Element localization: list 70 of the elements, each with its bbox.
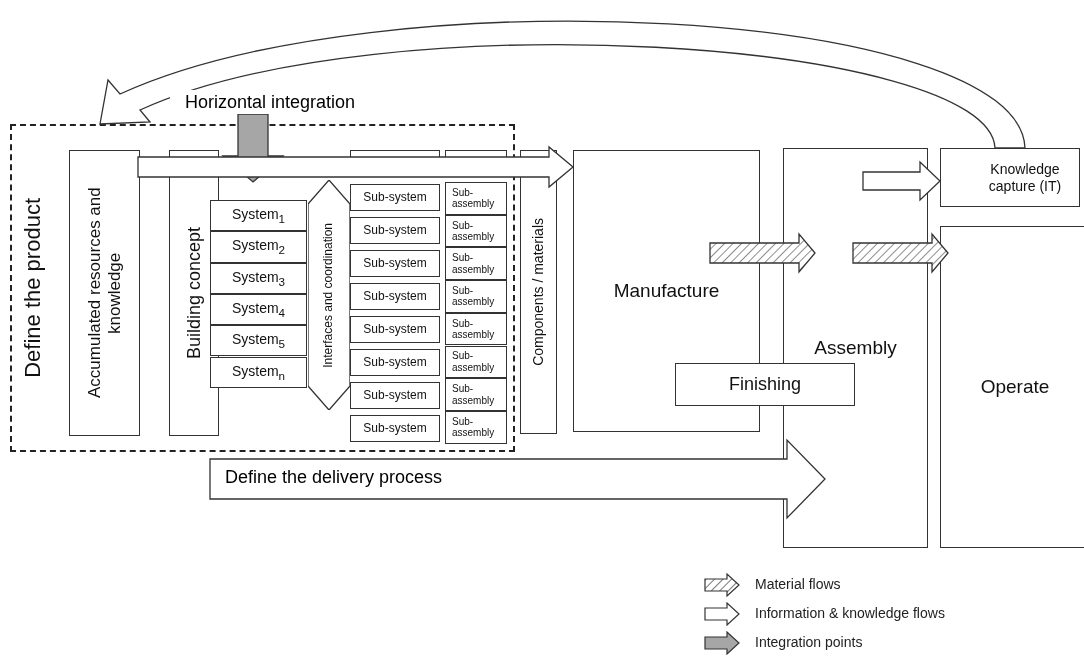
box-label: Sub-system (363, 223, 427, 238)
legend-label: Material flows (755, 576, 841, 592)
box-label: System$_{4}$ (231, 299, 286, 320)
process-box (940, 226, 1084, 548)
process-box (210, 293, 307, 326)
process-box (675, 363, 855, 406)
hatched-arrow (852, 232, 949, 274)
legend-label: Information & knowledge flows (755, 605, 945, 621)
process-box (210, 200, 307, 232)
box-label: System$_{3}$ (231, 268, 286, 288)
box-label: Sub-system (363, 421, 427, 436)
box-label: System$_{n}$ (231, 362, 286, 382)
box-label: Sub- assembly (452, 350, 496, 374)
process-box (350, 349, 440, 376)
process-box (69, 150, 140, 436)
process-box (445, 280, 507, 313)
process-box (445, 182, 507, 215)
box-label: Sub-system (363, 322, 427, 337)
process-box (350, 217, 440, 244)
process-box (445, 410, 507, 444)
box-label: Sub-system (363, 355, 427, 370)
box-label: Sub- assembly (452, 415, 496, 439)
process-box (445, 378, 507, 411)
process-box (210, 325, 307, 357)
process-box (210, 231, 307, 263)
box-label: Sub- assembly (452, 252, 496, 276)
box-label: Sub- assembly (452, 317, 496, 341)
curved-arrow (99, 20, 1026, 149)
block-arrow (137, 145, 574, 189)
box-label: Define the product (20, 198, 46, 378)
box-label: Building concept (183, 226, 205, 360)
process-box (350, 415, 440, 442)
process-box (940, 148, 1080, 207)
process-box (350, 382, 440, 409)
process-box (210, 262, 307, 294)
block-arrow (862, 160, 941, 202)
box-label: Sub- assembly (452, 383, 496, 407)
box-label: Sub-system (363, 190, 427, 205)
process-box (445, 312, 507, 346)
box-label: Sub- assembly (452, 186, 496, 210)
box-label: Knowledge capture (IT) (987, 161, 1063, 194)
box-label: Sub- assembly (452, 219, 496, 243)
box-label: Sub-system (363, 388, 427, 403)
box-label: Manufacture (613, 280, 720, 302)
box-label: Sub- assembly (452, 284, 496, 308)
process-box (210, 356, 307, 388)
process-box (350, 283, 440, 310)
process-box (445, 247, 507, 281)
group-frame (10, 124, 515, 452)
box-label: Finishing (728, 374, 801, 395)
process-box (445, 345, 507, 379)
box-label: Sub-system (363, 256, 427, 271)
box-label: Components / materials (530, 218, 547, 366)
box-label: System$_{1}$ (231, 206, 286, 226)
box-label: Sub-system (363, 289, 427, 304)
box-label: Operate (980, 376, 1050, 398)
box-label: System$_{2}$ (231, 237, 286, 257)
edge-label: Define the delivery process (225, 467, 443, 488)
block-arrow (209, 438, 826, 520)
process-box (350, 316, 440, 343)
legend-label: Integration points (755, 634, 863, 650)
hatched-arrow (709, 232, 816, 274)
box-label: Accumulated resources and knowledge (84, 186, 125, 401)
process-box (350, 184, 440, 211)
box-label: System$_{5}$ (231, 331, 286, 351)
process-box (350, 250, 440, 277)
box-label: Interfaces and coordination (322, 222, 336, 368)
process-box (445, 214, 507, 248)
box-label: Assembly (814, 337, 897, 359)
process-box (520, 150, 557, 434)
